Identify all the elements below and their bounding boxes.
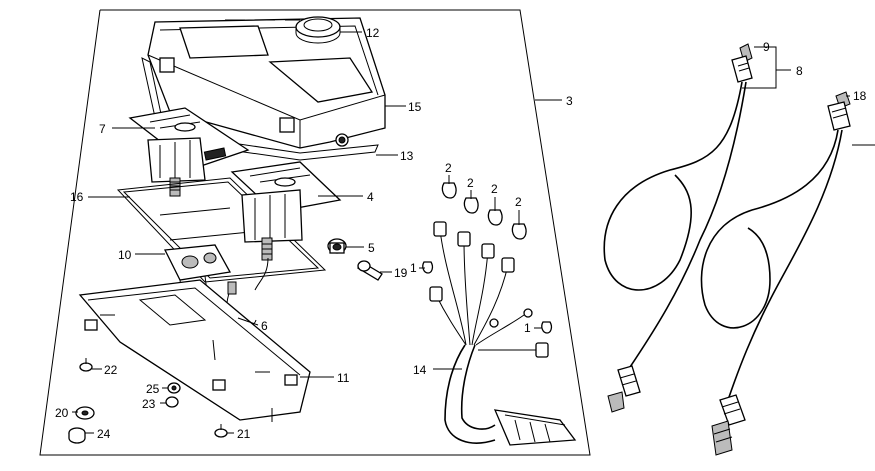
tachometer-unit xyxy=(230,161,342,291)
callout-25: 25 xyxy=(146,382,160,396)
callout-20: 20 xyxy=(55,406,69,420)
callout-22: 22 xyxy=(104,363,118,377)
callout-labels: 12 15 13 3 7 16 4 10 5 19 6 11 14 22 25 … xyxy=(55,26,867,441)
meter-case xyxy=(147,17,386,149)
callout-1a: 1 xyxy=(410,261,417,275)
callout-9: 9 xyxy=(763,40,770,54)
item-19-screw xyxy=(357,260,383,281)
wire-harness xyxy=(429,221,577,446)
tachometer-cable xyxy=(700,91,851,456)
callout-2c: 2 xyxy=(491,182,498,196)
grommet-24 xyxy=(68,427,86,444)
callout-24: 24 xyxy=(97,427,111,441)
callout-11: 11 xyxy=(337,371,350,385)
callout-14: 14 xyxy=(413,363,427,377)
callout-7: 7 xyxy=(99,122,106,136)
callout-8: 8 xyxy=(796,64,803,78)
callout-5: 5 xyxy=(368,241,375,255)
callout-13: 13 xyxy=(400,149,414,163)
bulbs xyxy=(422,182,553,334)
screw-21 xyxy=(214,424,228,438)
indicator-bracket xyxy=(163,244,232,296)
callout-15: 15 xyxy=(408,100,422,114)
callout-2a: 2 xyxy=(445,161,452,175)
nut-23 xyxy=(165,396,179,408)
callout-6: 6 xyxy=(261,319,268,333)
speedometer-unit xyxy=(128,107,250,197)
item-5-grommet xyxy=(327,238,347,254)
lower-case xyxy=(78,279,311,422)
callout-16: 16 xyxy=(70,190,84,204)
screw-22 xyxy=(79,358,93,372)
leader-lines xyxy=(72,31,875,434)
callout-21: 21 xyxy=(237,427,251,441)
callout-2b: 2 xyxy=(467,176,474,190)
washer-25 xyxy=(167,382,181,394)
washer-20 xyxy=(75,406,95,420)
callout-1b: 1 xyxy=(524,321,531,335)
callout-18: 18 xyxy=(853,89,867,103)
callout-19: 19 xyxy=(394,266,408,280)
callout-3: 3 xyxy=(566,94,573,108)
assembly-boundary xyxy=(39,9,591,456)
callout-23: 23 xyxy=(142,397,156,411)
callout-10: 10 xyxy=(118,248,132,262)
callout-4: 4 xyxy=(367,190,374,204)
grommet-ring xyxy=(295,16,341,44)
speedometer-cable xyxy=(603,43,753,413)
callout-12: 12 xyxy=(366,26,380,40)
callout-2d: 2 xyxy=(515,195,522,209)
